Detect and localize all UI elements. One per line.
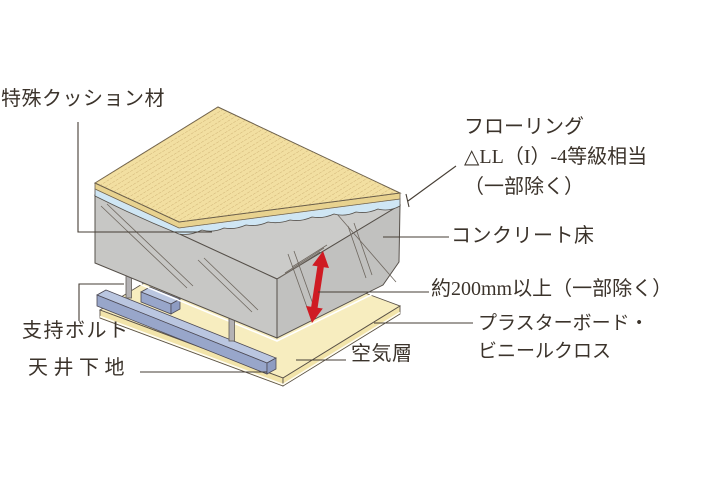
- label-ceiling-base: 天井下地: [28, 357, 130, 379]
- leader-support-bolt: [78, 283, 124, 321]
- label-support-bolt: 支持ボルト: [22, 320, 130, 342]
- label-plasterboard-block: プラスターボード・ ビニールクロス: [478, 310, 649, 366]
- label-plasterboard: プラスターボード・: [478, 313, 649, 334]
- label-flooring: フローリング: [464, 116, 584, 138]
- flooring-assembly: [93, 106, 402, 235]
- concrete-hatch-lines: [100, 203, 397, 313]
- label-special-cushion: 特殊クッション材: [1, 88, 165, 110]
- ceiling-base-frame: [96, 286, 277, 375]
- vinyl-cloth-line: [99, 311, 401, 386]
- frame-channel-2-end: [170, 298, 181, 315]
- flooring-grain-texture: [95, 107, 400, 222]
- frame-channel-end: [266, 357, 277, 375]
- label-flooring-grade: △LL（I）-4等級相当: [464, 146, 648, 168]
- label-concrete-floor: コンクリート床: [451, 225, 595, 247]
- leader-flooring-tick: [405, 193, 410, 208]
- label-vinyl-cloth: ビニールクロス: [478, 341, 612, 362]
- leader-cushion: [77, 122, 212, 233]
- concrete-side-face: [276, 204, 401, 339]
- air-gap-line: [95, 265, 384, 342]
- leader-lines: [77, 122, 473, 373]
- label-air-layer: 空気層: [351, 343, 413, 365]
- thickness-arrow: [306, 251, 329, 323]
- label-flooring-block: フローリング △LL（I）-4等級相当 （一部除く）: [464, 112, 647, 202]
- label-flooring-exception: （一部除く）: [464, 176, 584, 198]
- leader-flooring: [407, 165, 457, 202]
- special-cushion-layer: [94, 188, 401, 235]
- label-slab-thickness: 約200mm以上（一部除く）: [431, 278, 673, 300]
